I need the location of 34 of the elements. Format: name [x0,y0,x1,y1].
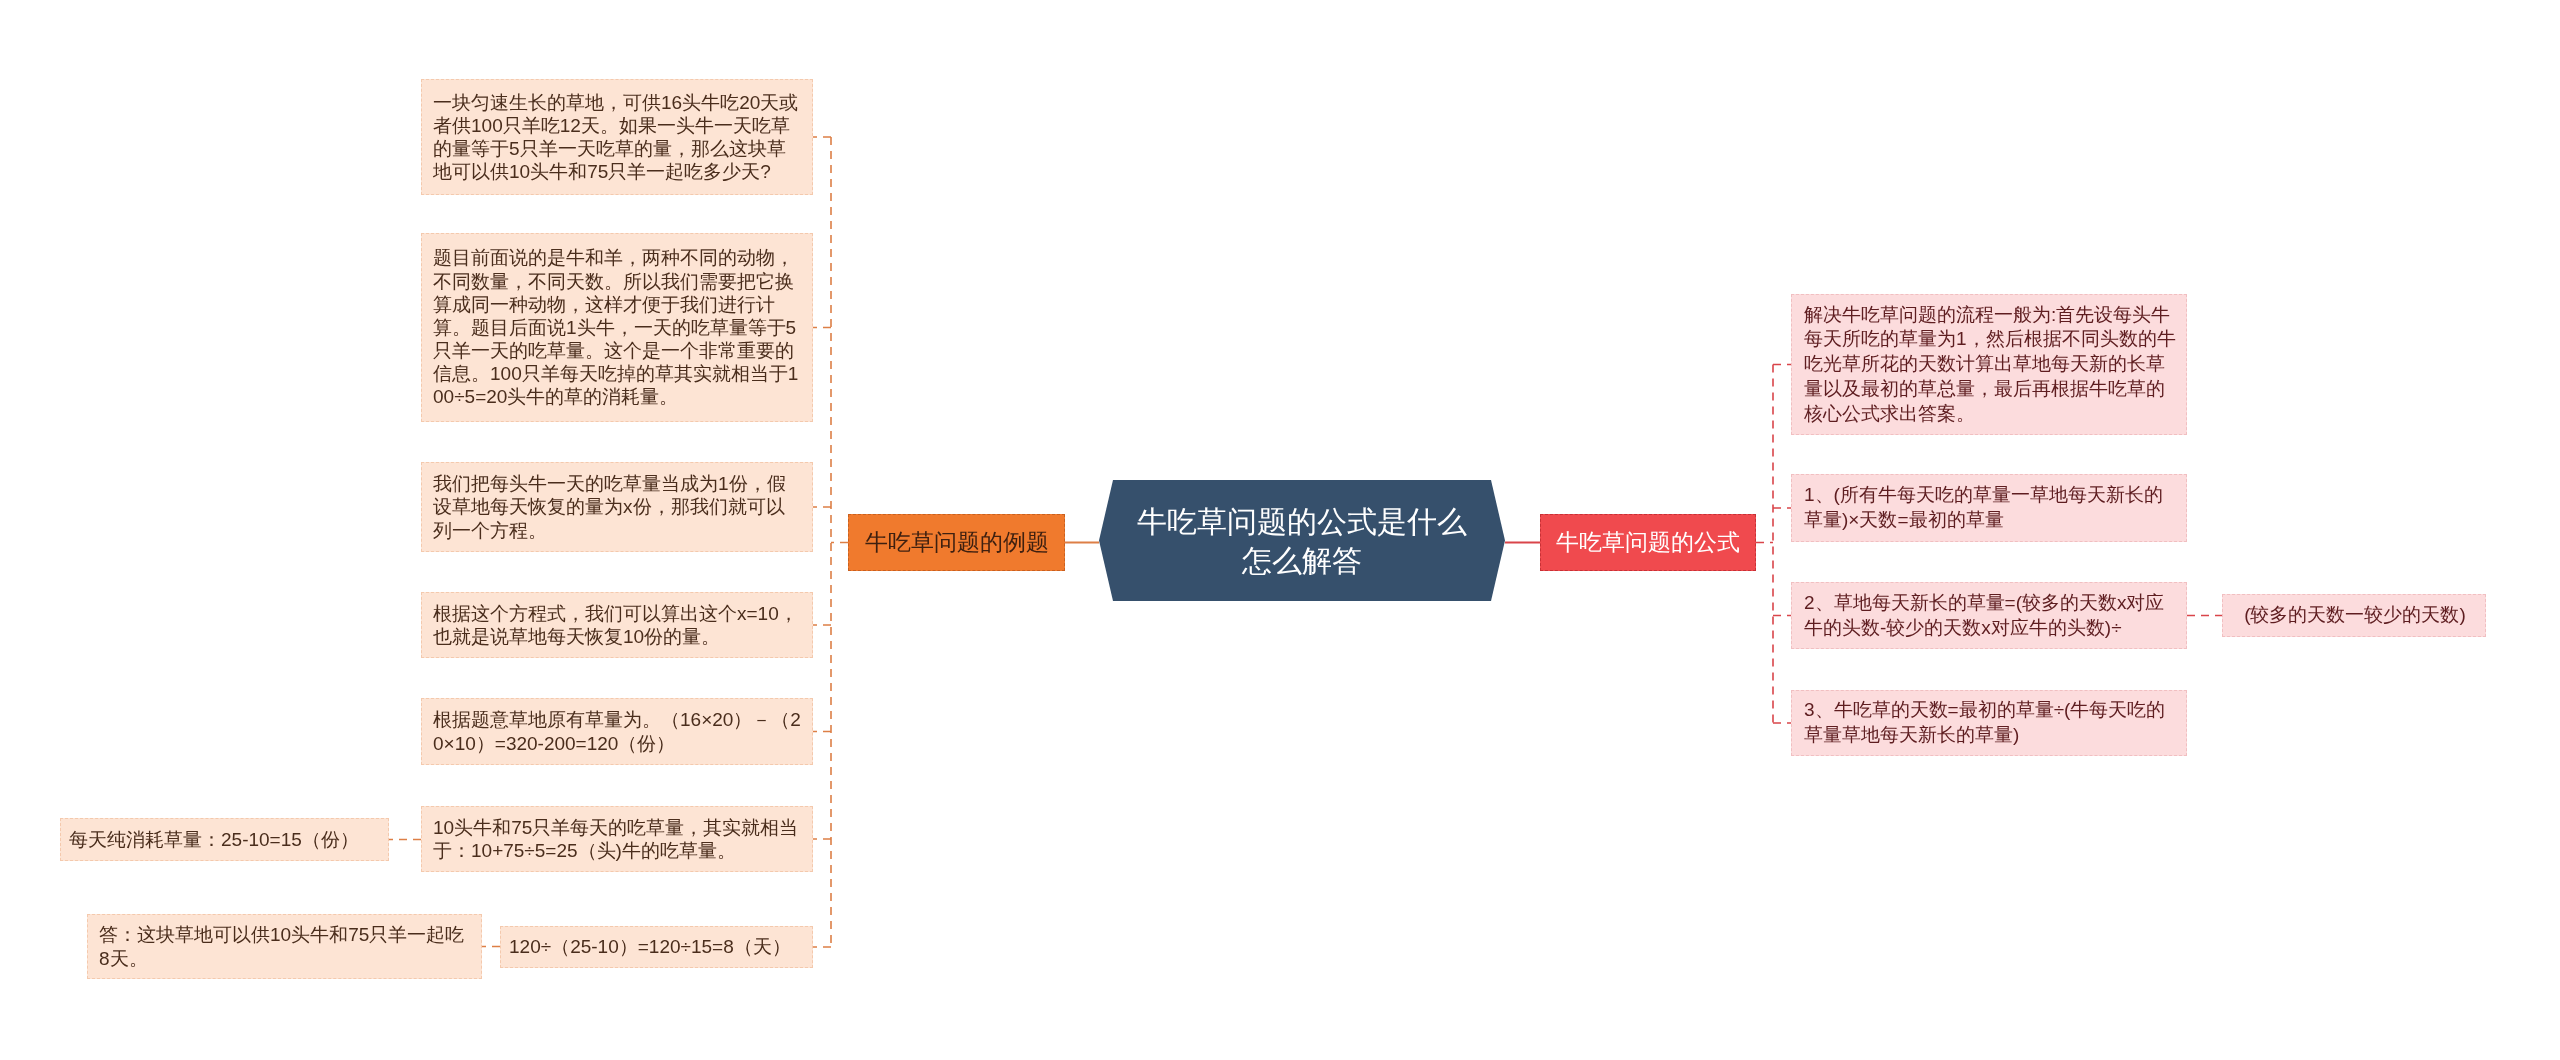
note-box: 2、草地每天新长的草量=(较多的天数x对应牛的头数-较少的天数x对应牛的头数)÷ [1791,582,2187,649]
note-box: (较多的天数一较少的天数) [2222,594,2486,637]
note-box: 答：这块草地可以供10头牛和75只羊一起吃8天。 [87,914,482,979]
connector-line [1065,541,1099,544]
connector-line [481,945,501,948]
connector-line [1772,722,1792,724]
connector-line [1755,363,1774,724]
connector-line [812,506,832,508]
branch-box: 牛吃草问题的例题 [848,514,1065,571]
note-box: 解决牛吃草问题的流程一般为:首先设每头牛每天所吃的草量为1，然后根据不同头数的牛吃光草所花的天数计算出草地每天新的长草量以及最初的草总量，最后再根据牛吃草的核心公式求出答案。 [1791,294,2187,435]
note-box: 每天纯消耗草量：25-10=15（份） [60,818,389,861]
note-box: 10头牛和75只羊每天的吃草量，其实就相当于：10+75÷5=25（头)牛的吃草量。 [421,806,813,872]
topic-hexagon: 牛吃草问题的公式是什么怎么解答 [1099,480,1505,601]
connector-line [812,136,832,138]
connector-line [1505,541,1540,544]
connector-line [1772,614,1792,617]
note-box: 1、(所有牛每天吃的草量一草地每天新长的草量)×天数=最初的草量 [1791,474,2187,542]
connector-line [812,730,832,733]
connector-line [812,624,832,626]
connector-line [2186,614,2223,617]
connector-line [812,326,832,329]
connector-line [812,946,832,948]
note-box: 根据题意草地原有草量为。（16×20）－（20×10）=320-200=120（份） [421,698,813,765]
note-box: 120÷（25-10）=120÷15=8（天） [500,926,813,968]
note-box: 根据这个方程式，我们可以算出这个x=10，也就是说草地每天恢复10份的量。 [421,592,813,658]
branch-box: 牛吃草问题的公式 [1540,514,1756,571]
note-box: 我们把每头牛一天的吃草量当成为1份，假设草地每天恢复的量为x份，那我们就可以列一个方程。 [421,462,813,552]
note-box: 题目前面说的是牛和羊，两种不同的动物，不同数量，不同天数。所以我们需要把它换算成同一种动物，这样才便于我们进行计算。题目后面说1头牛，一天的吃草量等于5只羊一天的吃草量。这个是一个非常重要的信息。100只羊每天吃掉的草其实就相当于100÷5=20头牛的草的消耗量。 [421,233,813,422]
note-box: 一块匀速生长的草地，可供16头牛吃20天或者供100只羊吃12天。如果一头牛一天吃草的量等于5只羊一天吃草的量，那么这块草地可以供10头牛和75只羊一起吃多少天? [421,79,813,195]
connector-line [1772,507,1792,509]
connector-line [388,838,422,841]
connector-line [812,838,832,840]
connector-line [1772,363,1792,366]
note-box: 3、牛吃草的天数=最初的草量÷(牛每天吃的草量草地每天新长的草量) [1791,690,2187,756]
